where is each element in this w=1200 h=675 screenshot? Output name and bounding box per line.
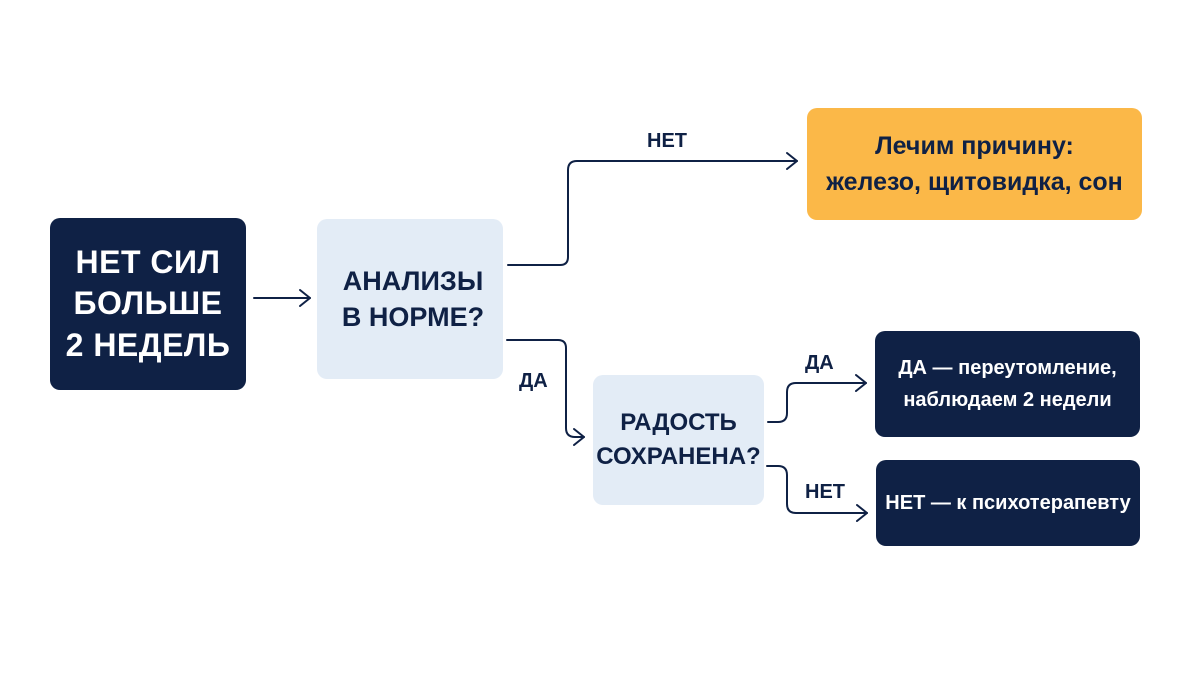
start-box: НЕТ СИЛ БОЛЬШЕ 2 НЕДЕЛЬ: [50, 218, 246, 390]
arrow-joy-to-fatigue: [767, 382, 867, 423]
arrowhead-joy-to-therapist: [856, 504, 868, 522]
arrow-tests-to-cause: [507, 160, 798, 266]
edge-label-tests-yes: ДА: [519, 370, 548, 392]
edge-label-joy-yes: ДА: [805, 352, 834, 374]
arrow-tests-to-joy: [506, 339, 585, 438]
arrowhead-joy-to-fatigue: [855, 374, 867, 392]
edge-label-joy-no: НЕТ: [805, 481, 845, 503]
treat-cause-box: Лечим причину: железо, щитовидка, сон: [807, 108, 1142, 220]
arrowhead-tests-to-cause: [786, 152, 798, 170]
joy-decision-box: РАДОСТЬ СОХРАНЕНА?: [593, 375, 764, 505]
therapist-result-box: НЕТ — к психотерапевту: [876, 460, 1140, 546]
tests-decision-box: АНАЛИЗЫ В НОРМЕ?: [317, 219, 503, 379]
arrowhead-start-to-tests: [299, 289, 311, 307]
fatigue-result-box: ДА — переутомление, наблюдаем 2 недели: [875, 331, 1140, 437]
arrowhead-tests-to-joy: [573, 428, 585, 446]
arrow-joy-to-therapist: [766, 465, 868, 514]
edge-label-tests-no: НЕТ: [647, 130, 687, 152]
